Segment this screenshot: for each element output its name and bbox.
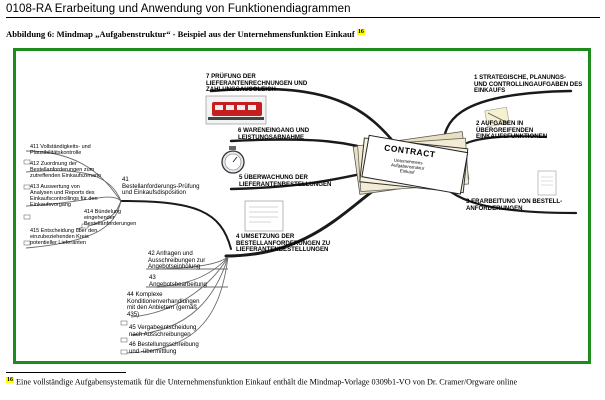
document-picture xyxy=(244,200,284,232)
item-415: 415 Entscheidung über den einzubeziehend… xyxy=(30,228,98,246)
branch-6-label: 6 WARENEINGANG UND LEISTUNGSABNAHME xyxy=(238,127,310,141)
note-icons xyxy=(23,159,128,355)
footnote-number: 16 xyxy=(6,377,14,383)
line-412 xyxy=(25,170,122,202)
page-title: 0108-RA Erarbeitung und Anwendung von Fu… xyxy=(6,3,351,15)
footnote: 16 Eine vollständige Aufgabensystematik … xyxy=(6,376,598,387)
branch-1-label: 1 STRATEGISCHE, PLANUNGS- UND CONTROLLIN… xyxy=(474,74,583,95)
mindmap-graphic xyxy=(23,87,578,355)
caption-text: Abbildung 6: Mindmap „Aufgabenstruktur“ … xyxy=(6,29,355,39)
stopwatch-picture xyxy=(221,146,245,174)
mindmap-frame: CONTRACT Unternehmens Aufgabenstruktur E… xyxy=(13,48,591,364)
branch-5-label: 5 ÜBERWACHUNG DER LIEFERANTENBESTELLUNGE… xyxy=(239,174,332,188)
item-46: 46 Bestellungsschreibung und -übermittlu… xyxy=(129,341,199,355)
footnote-reference: 16 xyxy=(356,29,365,36)
line-415 xyxy=(25,200,122,249)
branch-7-label: 7 PRÜFUNG DER LIEFERANTENRECHNUNGEN UND … xyxy=(206,73,308,94)
branch-line-41 xyxy=(120,200,232,250)
item-413: 413 Auswertung von Analysen und Reports … xyxy=(30,184,98,208)
item-43: 43 Angebotsbearbeitung xyxy=(149,274,207,288)
line-45 xyxy=(130,256,229,336)
notepad-picture xyxy=(484,106,510,128)
branch-3-label: 3 ERARBEITUNG VON BESTELL- ANFORDERUNGEN xyxy=(466,198,563,212)
branch-line-7 xyxy=(209,87,403,153)
line-413 xyxy=(25,196,122,207)
title-rule xyxy=(6,17,600,18)
footnote-rule xyxy=(6,372,126,373)
train-picture xyxy=(205,95,267,125)
item-411: 411 Vollständigkeits- und Plausibilitäts… xyxy=(30,144,91,156)
line-411 xyxy=(25,150,122,202)
branch-41-label: 41 Bestellanforderungs-Prüfung und Einka… xyxy=(122,176,200,197)
branch-2-label: 2 AUFGABEN IN ÜBERGREIFENDEN EINKAUFSFUN… xyxy=(476,120,548,141)
item-45: 45 Vergabeentscheidung nach Ausschreibun… xyxy=(129,324,197,338)
item-44: 44 Komplexe Konditionenverhandlungen mit… xyxy=(127,291,200,319)
document-small-picture xyxy=(537,170,557,196)
contract-stack-image xyxy=(352,131,470,195)
item-42: 42 Anfragen und Ausschreibungen zur Ange… xyxy=(148,250,206,271)
footnote-text: Eine vollständige Aufgabensystematik für… xyxy=(16,377,518,387)
line-44 xyxy=(130,256,229,318)
item-412: 412 Zuordnung der Bestellanforderungen z… xyxy=(30,161,102,179)
branch-4-label: 4 UMSETZUNG DER BESTELLANFORDERUNGEN ZU … xyxy=(236,233,331,254)
item-414: 414 Bündelung eingehender Bestellanforde… xyxy=(84,209,137,227)
figure-caption: Abbildung 6: Mindmap „Aufgabenstruktur“ … xyxy=(6,29,365,39)
line-46 xyxy=(125,256,229,354)
